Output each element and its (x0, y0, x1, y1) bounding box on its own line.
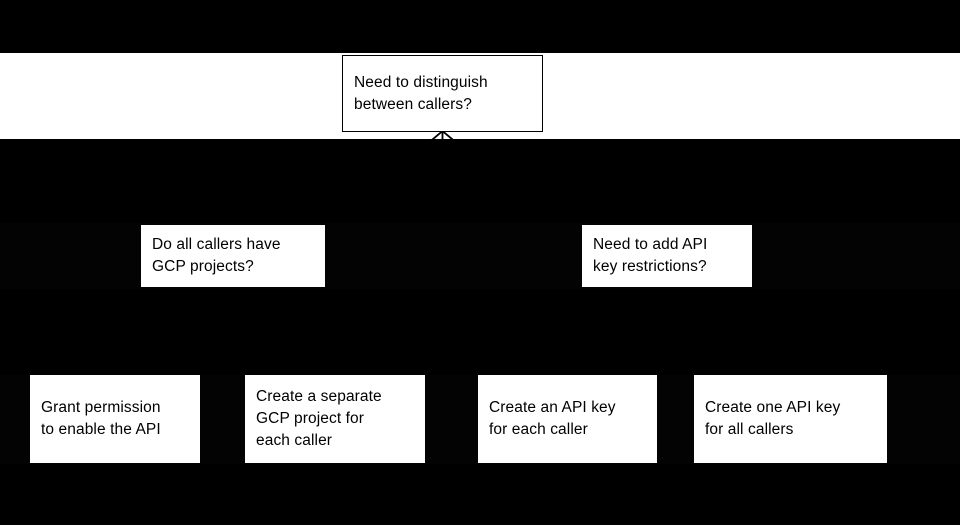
node-label: Create a separate GCP project for each c… (256, 388, 382, 449)
connector-root-to-left (232, 132, 444, 225)
connector-right-to-leaf-4 (666, 287, 791, 375)
connector-right-to-leaf-3 (566, 287, 668, 375)
node-label: Create an API key for each caller (489, 399, 616, 438)
connector-left-to-leaf-1 (114, 287, 234, 375)
node-label: Do all callers have GCP projects? (152, 236, 281, 275)
node-do-all-callers-have-gcp-projects[interactable]: Do all callers have GCP projects? (141, 225, 325, 287)
node-need-to-distinguish-between-callers[interactable]: Need to distinguish between callers? (342, 55, 543, 132)
node-create-a-separate-gcp-project-for-each-caller[interactable]: Create a separate GCP project for each c… (245, 375, 425, 463)
node-grant-permission-to-enable-the-api[interactable]: Grant permission to enable the API (30, 375, 200, 463)
node-need-to-add-api-key-restrictions[interactable]: Need to add API key restrictions? (582, 225, 752, 287)
connector-left-to-leaf-2 (232, 287, 336, 375)
node-create-an-api-key-for-each-caller[interactable]: Create an API key for each caller (478, 375, 657, 463)
node-label: Need to add API key restrictions? (593, 236, 708, 275)
node-create-one-api-key-for-all-callers[interactable]: Create one API key for all callers (694, 375, 887, 463)
node-label: Create one API key for all callers (705, 399, 841, 438)
node-label: Need to distinguish between callers? (354, 73, 488, 113)
node-label: Grant permission to enable the API (41, 399, 161, 438)
connector-root-to-right (441, 132, 668, 225)
